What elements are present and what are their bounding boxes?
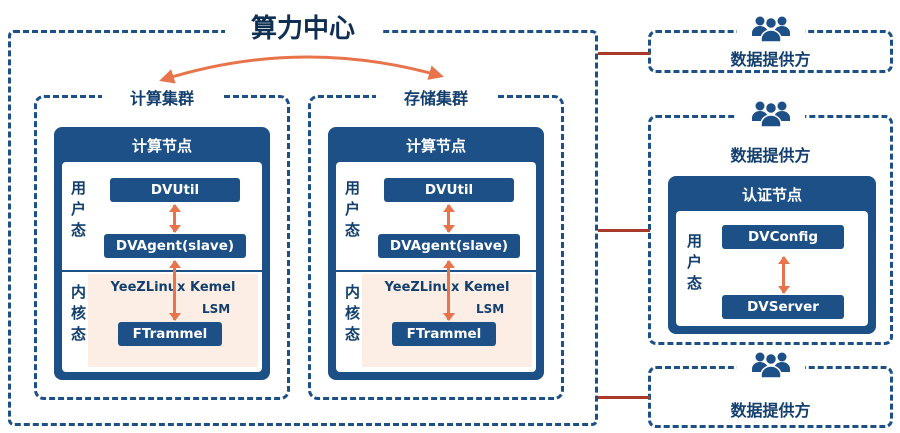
dvconfig-block: DVConfig [722, 225, 844, 249]
connector-line [598, 229, 650, 232]
auth-node-panel: 认证节点 用户态 DVConfig DVServer [668, 176, 876, 334]
computing-center-title: 算力中心 [224, 4, 382, 49]
lsm-label: LSM [476, 302, 505, 316]
compute-node-title: 计算节点 [131, 137, 192, 155]
lsm-label: LSM [202, 302, 231, 316]
vertical-double-arrow-icon [447, 261, 450, 320]
data-provider-box: 数据提供方 [648, 349, 893, 428]
dvagent-block: DVAgent(slave) [378, 234, 520, 258]
kernel-mode-label: 内核态 [343, 284, 361, 347]
data-provider-box: 数据提供方 认证节点 用户态 DVConfig DVServer [648, 98, 893, 345]
dvserver-block: DVServer [722, 295, 844, 319]
kernel-mode-label: 内核态 [69, 284, 87, 347]
mode-divider [62, 270, 262, 272]
storage-node-panel: 计算节点 用户态 DVUtil DVAgent(slave) 内核态 YeeZL… [328, 127, 544, 380]
cluster-link-arrow-icon [159, 55, 444, 84]
data-provider-label: 数据提供方 [730, 401, 811, 420]
vertical-double-arrow-icon [782, 257, 785, 293]
compute-cluster-label: 计算集群 [102, 80, 222, 114]
storage-node-body: 用户态 DVUtil DVAgent(slave) 内核态 YeeZLinux … [336, 162, 536, 372]
vertical-double-arrow-icon [447, 205, 450, 232]
connector-line [598, 396, 650, 399]
dvagent-block: DVAgent(slave) [104, 234, 246, 258]
people-group-icon [736, 349, 805, 379]
dvutil-block: DVUtil [384, 178, 514, 202]
connector-line [598, 52, 650, 55]
compute-node-panel: 计算节点 用户态 DVUtil DVAgent(slave) 内核态 YeeZL… [54, 127, 270, 380]
storage-cluster-label: 存储集群 [376, 80, 496, 114]
auth-node-body: 用户态 DVConfig DVServer [676, 211, 868, 326]
people-group-icon [736, 13, 805, 43]
storage-node-title: 计算节点 [405, 137, 466, 155]
data-provider-label: 数据提供方 [730, 50, 811, 69]
vertical-double-arrow-icon [173, 205, 176, 232]
dvutil-block: DVUtil [110, 178, 240, 202]
people-group-icon [736, 98, 805, 128]
auth-node-title: 认证节点 [741, 186, 802, 204]
ftrammel-block: FTrammel [118, 322, 222, 346]
vertical-double-arrow-icon [173, 261, 176, 320]
ftrammel-block: FTrammel [392, 322, 496, 346]
user-mode-label: 用户态 [69, 180, 87, 243]
user-mode-label: 用户态 [343, 180, 361, 243]
user-mode-label: 用户态 [685, 233, 703, 296]
data-provider-label: 数据提供方 [730, 146, 811, 165]
compute-node-body: 用户态 DVUtil DVAgent(slave) 内核态 YeeZLinux … [62, 162, 262, 372]
mode-divider [336, 270, 536, 272]
data-provider-box: 数据提供方 [648, 13, 893, 73]
